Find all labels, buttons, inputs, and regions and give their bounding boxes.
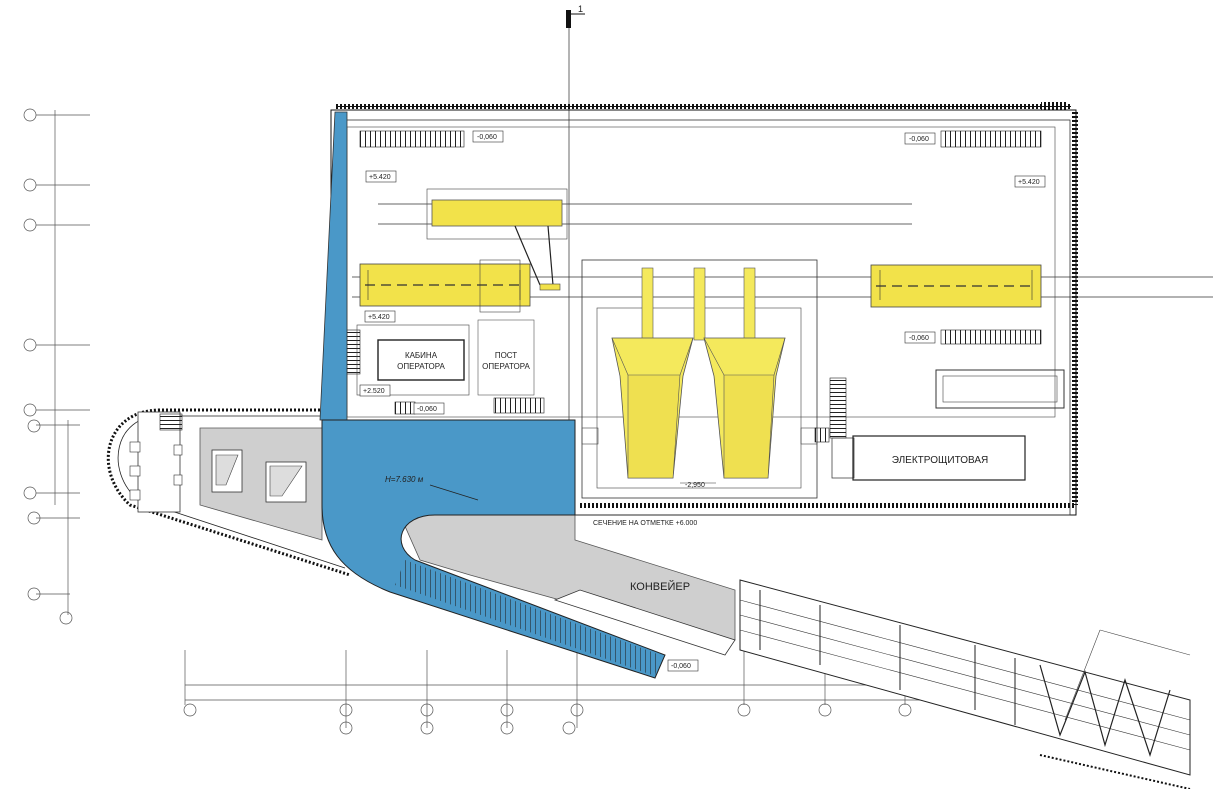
elev-cabin-floor: -0,060 xyxy=(417,406,437,413)
operator-cabin: КАБИНА ОПЕРАТОРА xyxy=(356,324,470,396)
overhead-crane-upper xyxy=(426,188,568,291)
section-number: 1 xyxy=(578,4,583,14)
switchgear-room: ЭЛЕКТРОЩИТОВАЯ xyxy=(831,435,1026,481)
elev-pit: -2,950 xyxy=(685,482,705,489)
switchgear-label: ЭЛЕКТРОЩИТОВАЯ xyxy=(892,455,988,466)
conveyor-gallery: КОНВЕЙЕР xyxy=(553,579,1191,789)
post-label-2: ОПЕРАТОРА xyxy=(482,362,530,371)
post-label-1: ПОСТ xyxy=(495,351,517,360)
elev-cabin-level: +2.520 xyxy=(363,388,385,395)
equipment-block xyxy=(935,369,1065,409)
elev-left-mid: +5.420 xyxy=(368,314,390,321)
elev-top-right: -0,060 xyxy=(909,136,929,143)
conveyor-label: КОНВЕЙЕР xyxy=(630,580,690,593)
section-caption: СЕЧЕНИЕ НА ОТМЕТКЕ +6.000 xyxy=(593,520,697,527)
elev-left-upper: +5.420 xyxy=(369,174,391,181)
blue-ramp: H=7.630 м xyxy=(319,111,666,679)
elev-right-mid: -0,060 xyxy=(909,335,929,342)
elevation-marks: -0,060 -0,060 -0,060 +5.420 +5.420 +5.42… xyxy=(359,130,1046,672)
left-grid-axes xyxy=(23,108,90,625)
cabin-label-2: ОПЕРАТОРА xyxy=(397,362,445,371)
entry-loop-platform xyxy=(106,408,351,577)
elev-top-left: -0,060 xyxy=(477,134,497,141)
cabin-label-1: КАБИНА xyxy=(405,351,438,360)
crane-beam-left xyxy=(359,259,531,313)
operator-post: ПОСТ ОПЕРАТОРА xyxy=(477,319,535,396)
grey-slab xyxy=(199,427,736,641)
elev-right-upper: +5.420 xyxy=(1018,179,1040,186)
hopper-pit xyxy=(581,259,818,499)
height-note: H=7.630 м xyxy=(385,475,424,484)
stairs xyxy=(345,130,1042,443)
crane-beam-right xyxy=(870,264,1042,308)
elev-ramp-end: -0,060 xyxy=(671,663,691,670)
